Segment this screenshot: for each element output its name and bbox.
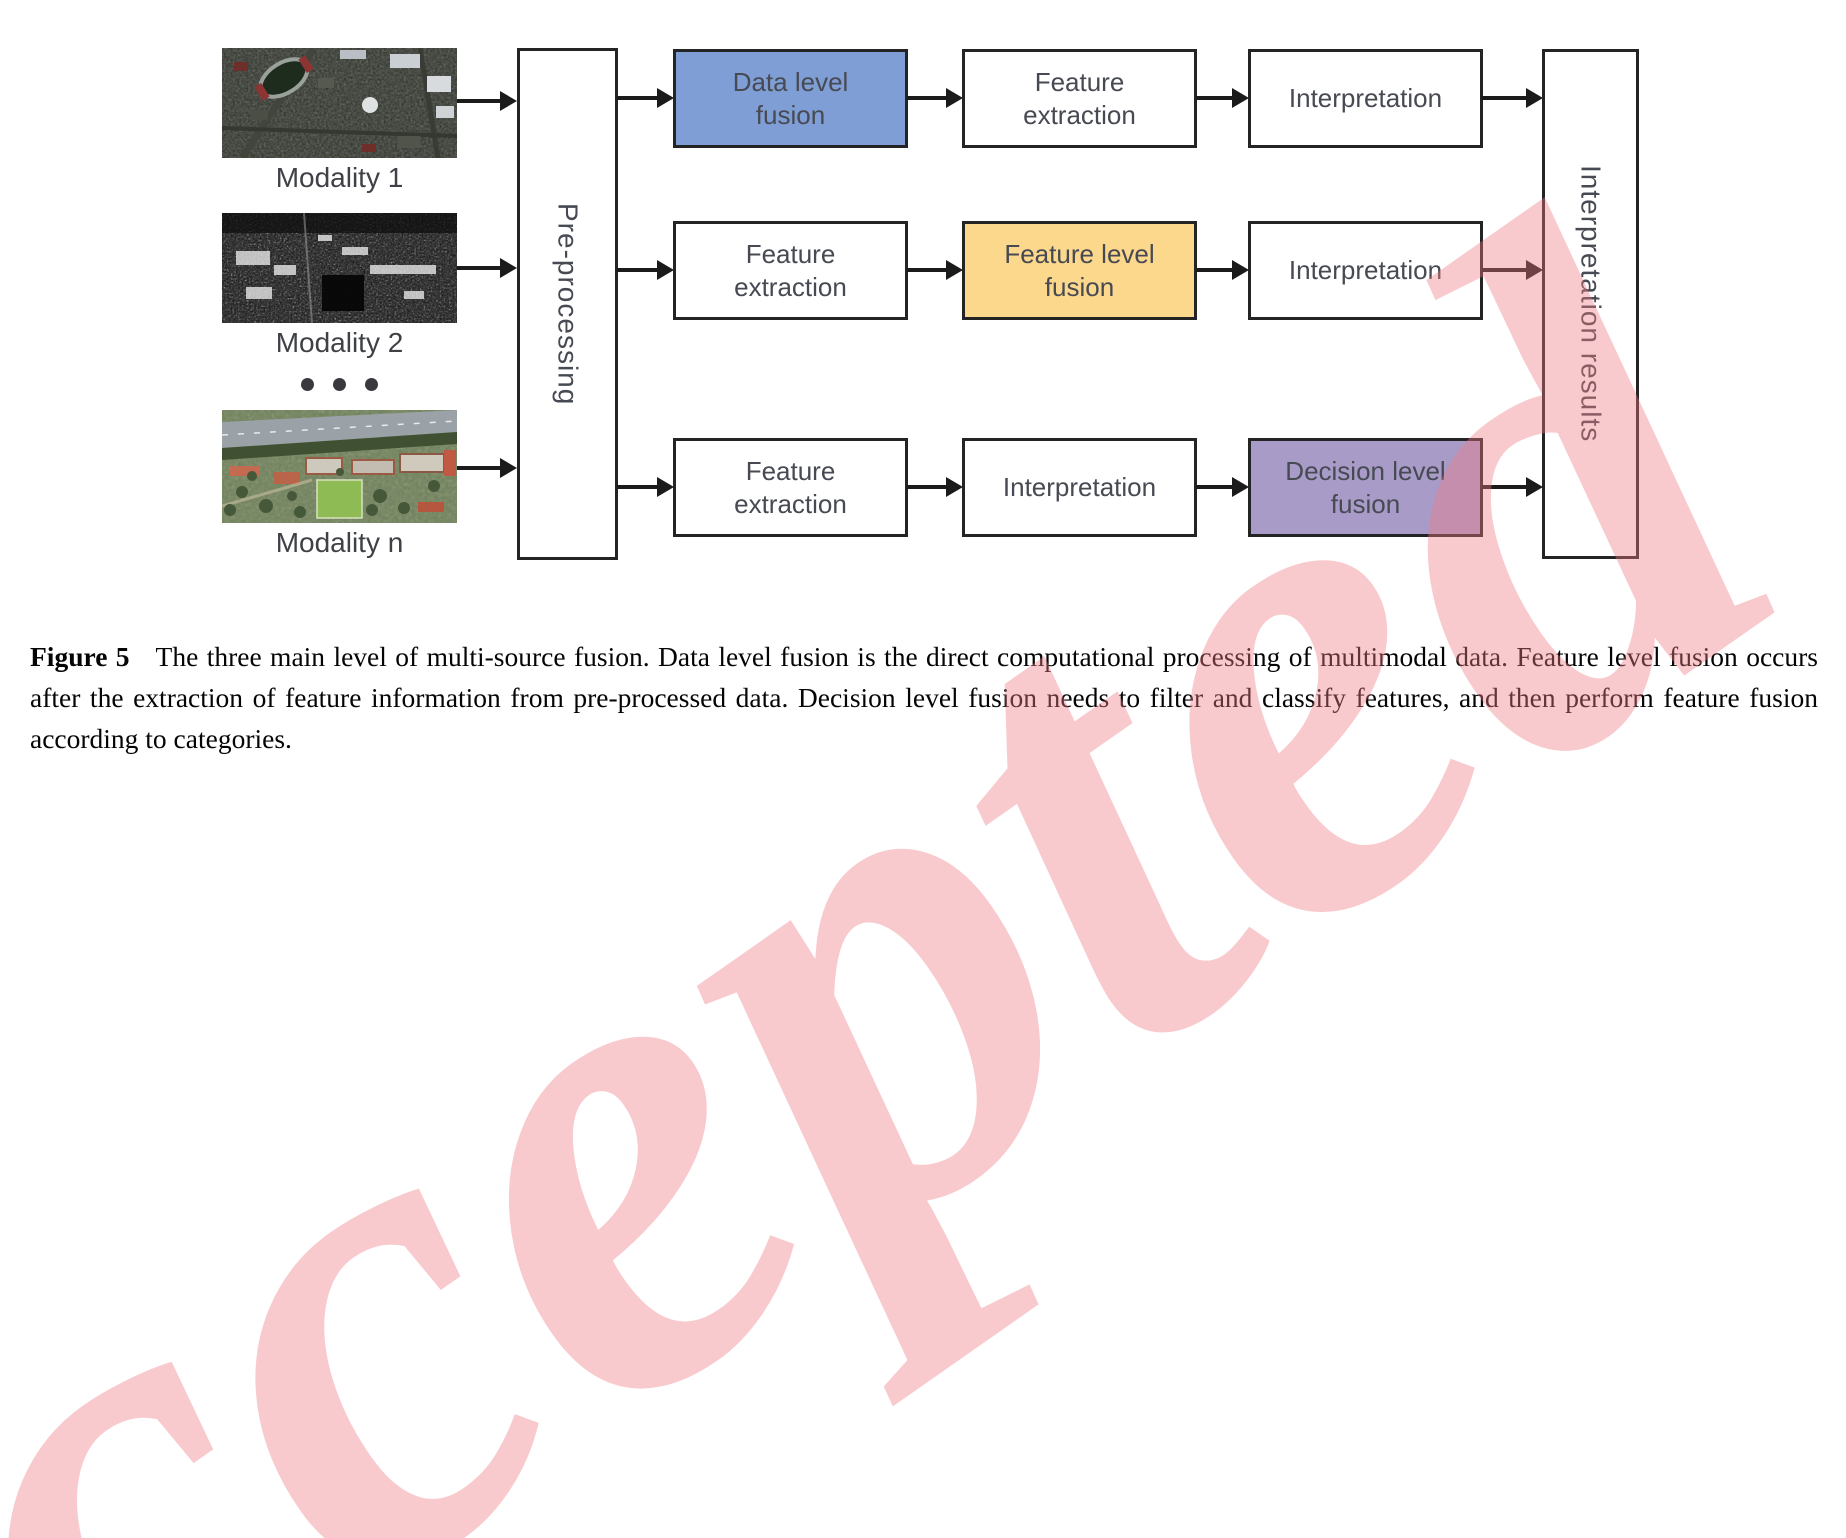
figure-caption-label: Figure 5	[30, 641, 130, 672]
box-label: Decision level fusion	[1285, 455, 1446, 519]
arrow-row3-to-results	[1482, 477, 1543, 497]
data-level-fusion-box: Data level fusion	[673, 49, 908, 148]
box-label: Data level fusion	[732, 66, 849, 130]
sar-satellite-thumbnail	[222, 213, 457, 323]
optical-satellite-thumbnail	[222, 48, 457, 158]
interpretation-box-row3: Interpretation	[962, 438, 1197, 537]
modality-1-label: Modality 1	[275, 162, 404, 193]
more-modalities-ellipsis-icon	[222, 378, 457, 391]
arrow-preprocessing-to-row3	[617, 477, 674, 497]
feature-extraction-box-row3: Feature extraction	[673, 438, 908, 537]
decision-level-fusion-box: Decision level fusion	[1248, 438, 1483, 537]
figure-5-panel: Modality 1 Modality 2 Modality n Pre-pro…	[0, 48, 1846, 1538]
figure-caption-text: The three main level of multi-source fus…	[30, 641, 1818, 754]
box-label: Feature level fusion	[1004, 238, 1155, 302]
box-label: Interpretation	[1288, 255, 1443, 285]
arrow-modalityn-to-preprocessing	[457, 458, 517, 478]
box-label: Feature extraction	[1023, 66, 1136, 130]
arrow-row3-col2-to-col3	[1196, 477, 1249, 497]
arrow-row1-col2-to-col3	[1196, 88, 1249, 108]
arrow-preprocessing-to-row1	[617, 88, 674, 108]
interpretation-results-label: Interpretation results	[1575, 165, 1607, 443]
feature-extraction-box-row1: Feature extraction	[962, 49, 1197, 148]
arrow-modality1-to-preprocessing	[457, 91, 517, 111]
arrow-row2-col2-to-col3	[1196, 260, 1249, 280]
box-label: Feature extraction	[734, 238, 847, 302]
box-label: Feature extraction	[734, 455, 847, 519]
modality-2-label: Modality 2	[275, 327, 404, 358]
arrow-modality2-to-preprocessing	[457, 258, 517, 278]
feature-level-fusion-box: Feature level fusion	[962, 221, 1197, 320]
feature-extraction-box-row2: Feature extraction	[673, 221, 908, 320]
interpretation-box-row1: Interpretation	[1248, 49, 1483, 148]
preprocessing-box: Pre-processing	[517, 48, 618, 560]
arrow-row2-to-results	[1482, 260, 1543, 280]
arrow-row3-col1-to-col2	[907, 477, 963, 497]
box-label: Interpretation	[1002, 472, 1157, 502]
aerial-rgb-thumbnail	[222, 410, 457, 523]
preprocessing-label: Pre-processing	[552, 202, 584, 406]
arrow-row1-col1-to-col2	[907, 88, 963, 108]
interpretation-box-row2: Interpretation	[1248, 221, 1483, 320]
arrow-row1-to-results	[1482, 88, 1543, 108]
arrow-row2-col1-to-col2	[907, 260, 963, 280]
modality-n-label: Modality n	[275, 527, 404, 558]
interpretation-results-box: Interpretation results	[1542, 49, 1639, 559]
arrow-preprocessing-to-row2	[617, 260, 674, 280]
box-label: Interpretation	[1288, 83, 1443, 113]
